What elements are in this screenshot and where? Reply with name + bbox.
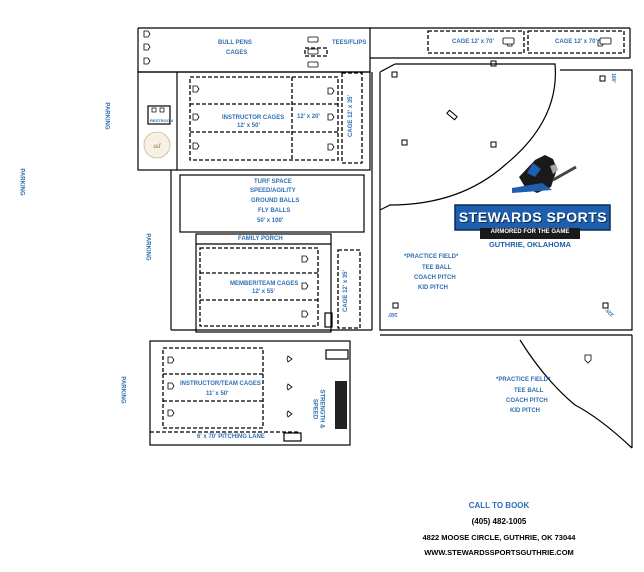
cage-vertical-1-name: CAGE	[347, 119, 354, 137]
cage-vertical-1-label: CAGE 12' x 35'	[347, 95, 355, 137]
field2-item-3: KID PITCH	[510, 408, 540, 414]
brand-tagline: ARMORED FOR THE GAME	[490, 229, 570, 235]
instructor-team-cages-label: INSTRUCTOR/TEAM CAGES	[180, 381, 261, 387]
instructor-team-size-label: 11' x 50'	[206, 391, 229, 397]
member-team-cages-label: MEMBER/TEAM CAGES	[230, 281, 299, 287]
field2-item-2: COACH PITCH	[506, 398, 548, 404]
ground-balls-label: GROUND BALLS	[251, 198, 300, 204]
tees-flips-label: TEES/FLIPS	[332, 40, 367, 46]
parking-far-left-label: PARKING	[18, 168, 25, 196]
knight-mascot-icon	[512, 155, 577, 193]
field1-item-3: KID PITCH	[418, 285, 448, 291]
website-link[interactable]: WWW.STEWARDSSPORTSGUTHRIE.COM	[424, 548, 574, 557]
brand-city: GUTHRIE, OKLAHOMA	[488, 240, 572, 249]
cages-label: CAGES	[226, 50, 248, 56]
field1-item-2: COACH PITCH	[414, 275, 456, 281]
pitching-lane-label: 6' x 70' PITCHING LANE	[197, 434, 265, 440]
cage-vertical-2-size: 12' x 35'	[342, 270, 349, 293]
parking-bottom-label: PARKING	[119, 376, 126, 404]
fly-balls-label: FLY BALLS	[258, 208, 291, 214]
field1-dist-left: 160'	[388, 311, 398, 317]
speed-agility-label: SPEED/AGILITY	[250, 188, 296, 194]
brand-name: STEWARDS SPORTS	[458, 209, 608, 225]
phone-number: (405) 482-1005	[471, 517, 527, 526]
strength-speed-label: STRENGTH & SPEED	[311, 390, 325, 429]
cage-top-a-label: CAGE 12' x 70'	[452, 39, 494, 45]
cage-vertical-2-label: CAGE 12' x 35'	[342, 270, 350, 312]
turf-size-label: 50' x 100'	[257, 218, 284, 224]
parking-mid-label: PARKING	[144, 233, 151, 261]
field2-practice-title: *PRACTICE FIELD*	[496, 377, 551, 383]
cage-vertical-1-size: 12' x 35'	[347, 95, 354, 118]
parking-left-label: PARKING	[103, 102, 110, 130]
member-team-size-label: 12' x 55'	[252, 289, 275, 295]
field1-dist-top: 160'	[609, 73, 616, 83]
bull-pens-label: BULL PENS	[218, 40, 252, 46]
family-logo-icon: ad	[143, 131, 171, 159]
strength-speed-line2: SPEED	[311, 398, 318, 420]
instructor-cages-size: 12' x 50'	[237, 123, 260, 129]
field2-item-1: TEE BALL	[514, 388, 544, 394]
family-porch-label: FAMILY PORCH	[238, 236, 283, 242]
instructor-cages-label: INSTRUCTOR CAGES	[222, 115, 285, 121]
turf-space-label: TURF SPACE	[254, 179, 292, 185]
svg-text:ad: ad	[154, 142, 162, 150]
cage-12x20-label: 12' x 20'	[297, 114, 320, 120]
restroom-label: RESTROOM	[150, 118, 174, 123]
cage-vertical-2-name: CAGE	[342, 294, 349, 312]
field1-item-1: TEE BALL	[422, 265, 452, 271]
field1-practice-title: *PRACTICE FIELD*	[404, 254, 459, 260]
call-to-book: CALL TO BOOK	[468, 501, 530, 510]
cage-top-b-label: CAGE 12' x 70'	[555, 39, 597, 45]
address: 4822 MOOSE CIRCLE, GUTHRIE, OK 73044	[422, 533, 576, 542]
strength-speed-line1: STRENGTH &	[318, 389, 325, 429]
